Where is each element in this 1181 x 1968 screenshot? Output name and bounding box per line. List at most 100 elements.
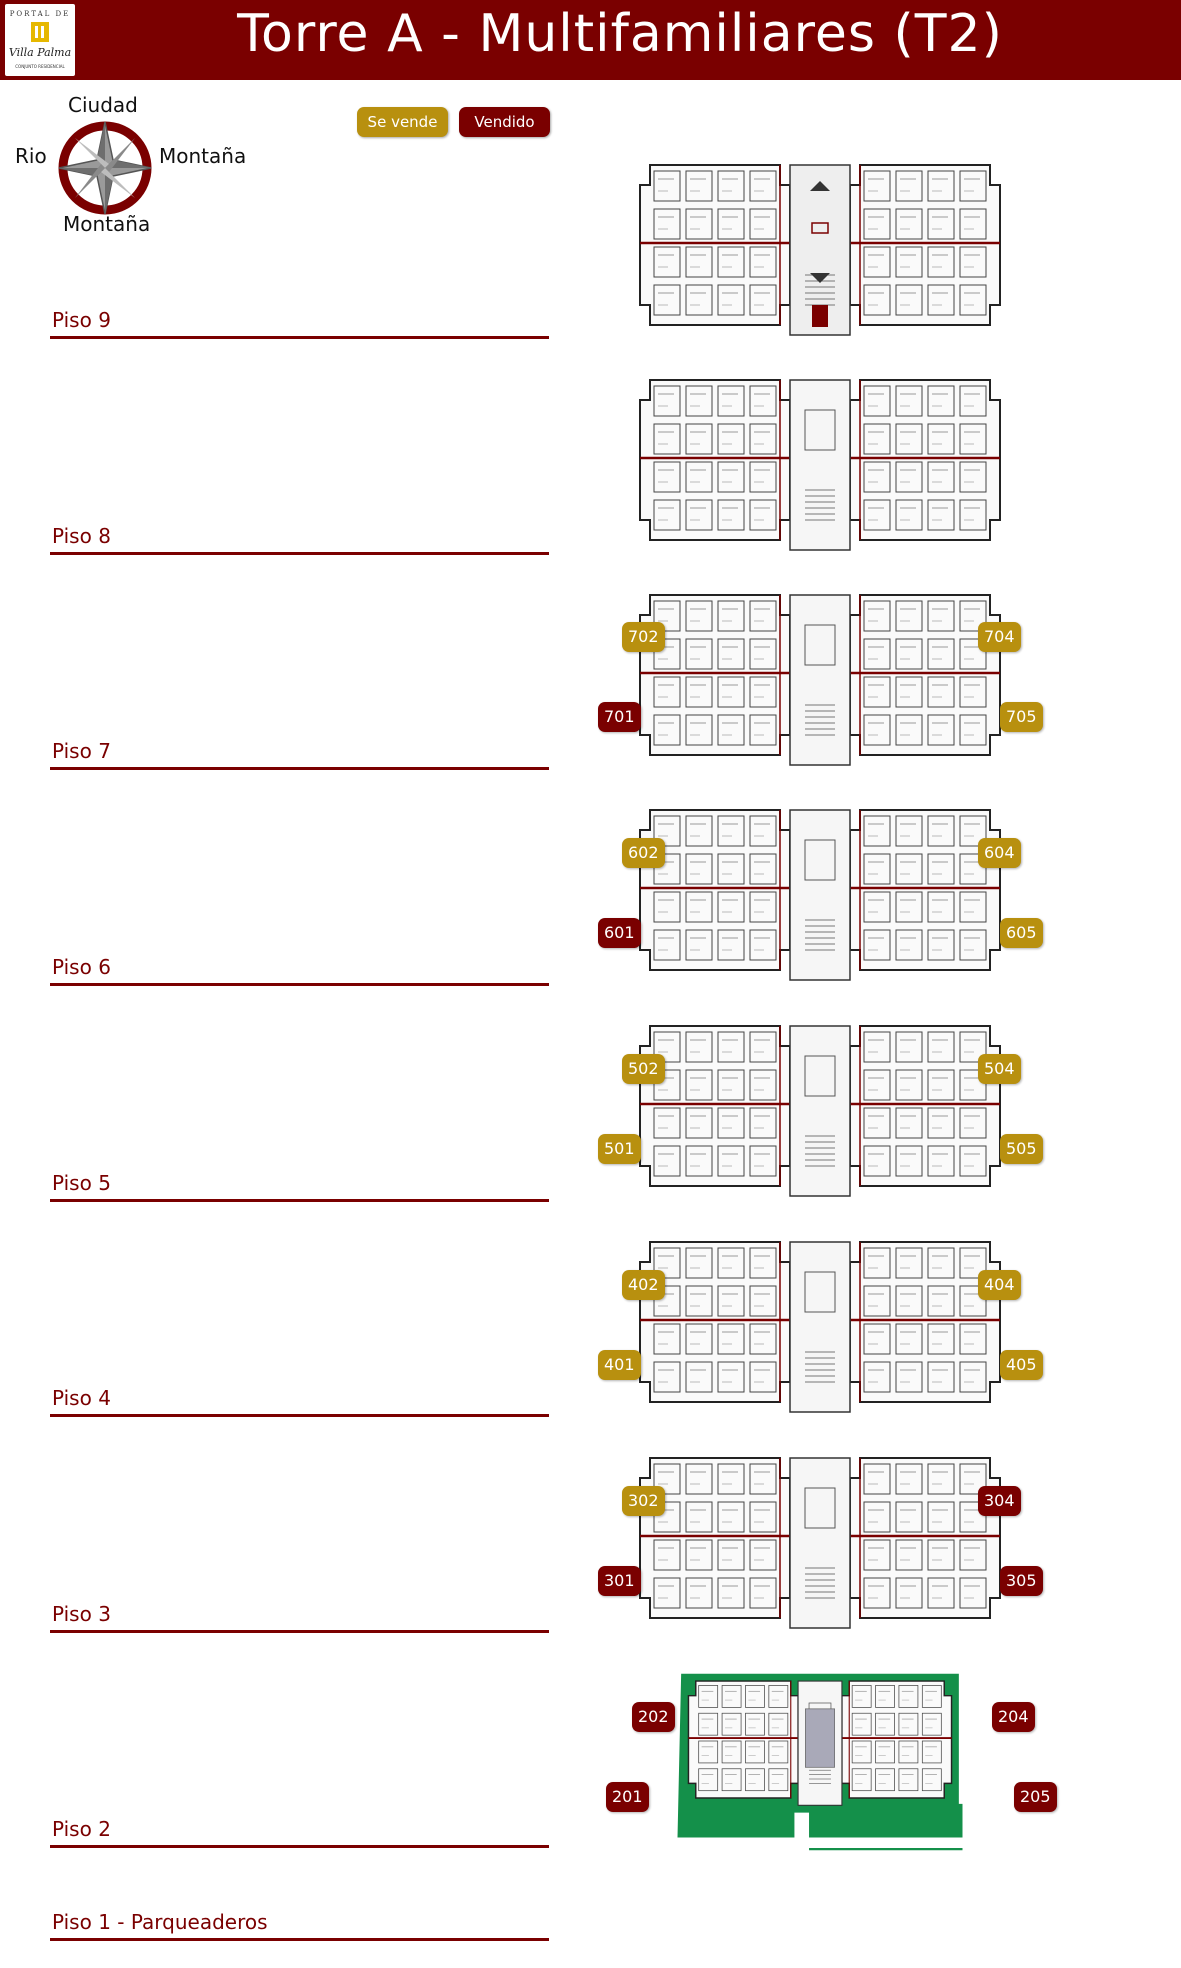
unit-604-badge[interactable]: 604 — [978, 838, 1021, 868]
villa-palma-logo: PORTAL DE Villa Palma CONJUNTO RESIDENCI… — [5, 4, 75, 76]
floor-5-plan[interactable] — [620, 1016, 1020, 1206]
floor-1-label[interactable]: Piso 1 - Parqueaderos — [52, 1910, 268, 1934]
room — [895, 891, 923, 923]
floor-9-label[interactable]: Piso 9 — [52, 308, 111, 332]
room — [895, 1463, 923, 1495]
room — [927, 1463, 955, 1495]
room — [749, 170, 777, 202]
room — [927, 1247, 955, 1279]
floor-6-plan[interactable] — [620, 800, 1020, 990]
unit-605-badge[interactable]: 605 — [1000, 918, 1043, 948]
unit-502-badge[interactable]: 502 — [622, 1054, 665, 1084]
room — [685, 1539, 713, 1571]
room — [863, 461, 891, 493]
unit-401-badge[interactable]: 401 — [598, 1350, 641, 1380]
room — [895, 1285, 923, 1317]
room — [863, 1069, 891, 1101]
unit-501-badge[interactable]: 501 — [598, 1134, 641, 1164]
room — [685, 499, 713, 531]
room — [927, 461, 955, 493]
unit-204-badge[interactable]: 204 — [992, 1702, 1035, 1732]
room — [895, 461, 923, 493]
plan-wing — [639, 1025, 791, 1187]
plan-wing — [849, 594, 1001, 756]
room — [863, 714, 891, 746]
room — [927, 1361, 955, 1393]
unit-601-badge[interactable]: 601 — [598, 918, 641, 948]
room — [959, 461, 987, 493]
room — [653, 929, 681, 961]
unit-704-badge[interactable]: 704 — [978, 622, 1021, 652]
room — [721, 1768, 742, 1792]
plan-core — [789, 1025, 851, 1197]
elevator-shaft — [804, 1271, 836, 1313]
room — [685, 891, 713, 923]
plan-wing — [849, 379, 1001, 541]
floor-2-label[interactable]: Piso 2 — [52, 1817, 111, 1841]
room — [927, 208, 955, 240]
unit-504-badge[interactable]: 504 — [978, 1054, 1021, 1084]
room — [895, 1145, 923, 1177]
room — [895, 815, 923, 847]
unit-402-badge[interactable]: 402 — [622, 1270, 665, 1300]
floor-7-plan[interactable] — [620, 585, 1020, 775]
unit-505-badge[interactable]: 505 — [1000, 1134, 1043, 1164]
unit-205-badge[interactable]: 205 — [1014, 1782, 1057, 1812]
floor-5-label[interactable]: Piso 5 — [52, 1171, 111, 1195]
room — [959, 1539, 987, 1571]
unit-201-badge[interactable]: 201 — [606, 1782, 649, 1812]
unit-405-badge[interactable]: 405 — [1000, 1350, 1043, 1380]
floor-3-label[interactable]: Piso 3 — [52, 1602, 111, 1626]
room — [685, 1463, 713, 1495]
unit-701-badge[interactable]: 701 — [598, 702, 641, 732]
floor-3-plan[interactable] — [620, 1448, 1020, 1638]
unit-301-badge[interactable]: 301 — [598, 1566, 641, 1596]
room — [717, 284, 745, 316]
floor-8-plan[interactable] — [620, 370, 1020, 560]
room — [685, 1031, 713, 1063]
room — [959, 1501, 987, 1533]
header-bar: PORTAL DE Villa Palma CONJUNTO RESIDENCI… — [0, 0, 1181, 80]
room — [685, 461, 713, 493]
room — [863, 1361, 891, 1393]
room — [927, 1145, 955, 1177]
room — [698, 1685, 719, 1708]
floor-8-label[interactable]: Piso 8 — [52, 524, 111, 548]
room — [653, 1463, 681, 1495]
floor-2-plan[interactable] — [620, 1665, 1020, 1855]
room — [717, 1501, 745, 1533]
unit-202-badge[interactable]: 202 — [632, 1702, 675, 1732]
room — [717, 1361, 745, 1393]
room — [653, 246, 681, 278]
room — [653, 853, 681, 885]
room — [921, 1768, 942, 1792]
unit-602-badge[interactable]: 602 — [622, 838, 665, 868]
floor-9-plan[interactable] — [620, 155, 1020, 345]
room — [959, 284, 987, 316]
wing-outline — [639, 1457, 791, 1619]
room — [717, 1107, 745, 1139]
room — [749, 1501, 777, 1533]
unit-404-badge[interactable]: 404 — [978, 1270, 1021, 1300]
unit-304-badge[interactable]: 304 — [978, 1486, 1021, 1516]
floor-6-label[interactable]: Piso 6 — [52, 955, 111, 979]
room — [698, 1712, 719, 1736]
floor-4-plan[interactable] — [620, 1232, 1020, 1422]
legend-for-sale-badge: Se vende — [357, 107, 448, 137]
unit-702-badge[interactable]: 702 — [622, 622, 665, 652]
room — [749, 423, 777, 455]
room — [895, 1539, 923, 1571]
room — [653, 815, 681, 847]
wing-outline — [849, 809, 1001, 971]
unit-302-badge[interactable]: 302 — [622, 1486, 665, 1516]
unit-305-badge[interactable]: 305 — [1000, 1566, 1043, 1596]
room — [959, 1285, 987, 1317]
room — [927, 853, 955, 885]
floor-7-label[interactable]: Piso 7 — [52, 739, 111, 763]
room — [745, 1712, 765, 1736]
unit-705-badge[interactable]: 705 — [1000, 702, 1043, 732]
room — [653, 1145, 681, 1177]
room — [717, 1539, 745, 1571]
roof-door — [812, 305, 828, 327]
floor-4-label[interactable]: Piso 4 — [52, 1386, 111, 1410]
